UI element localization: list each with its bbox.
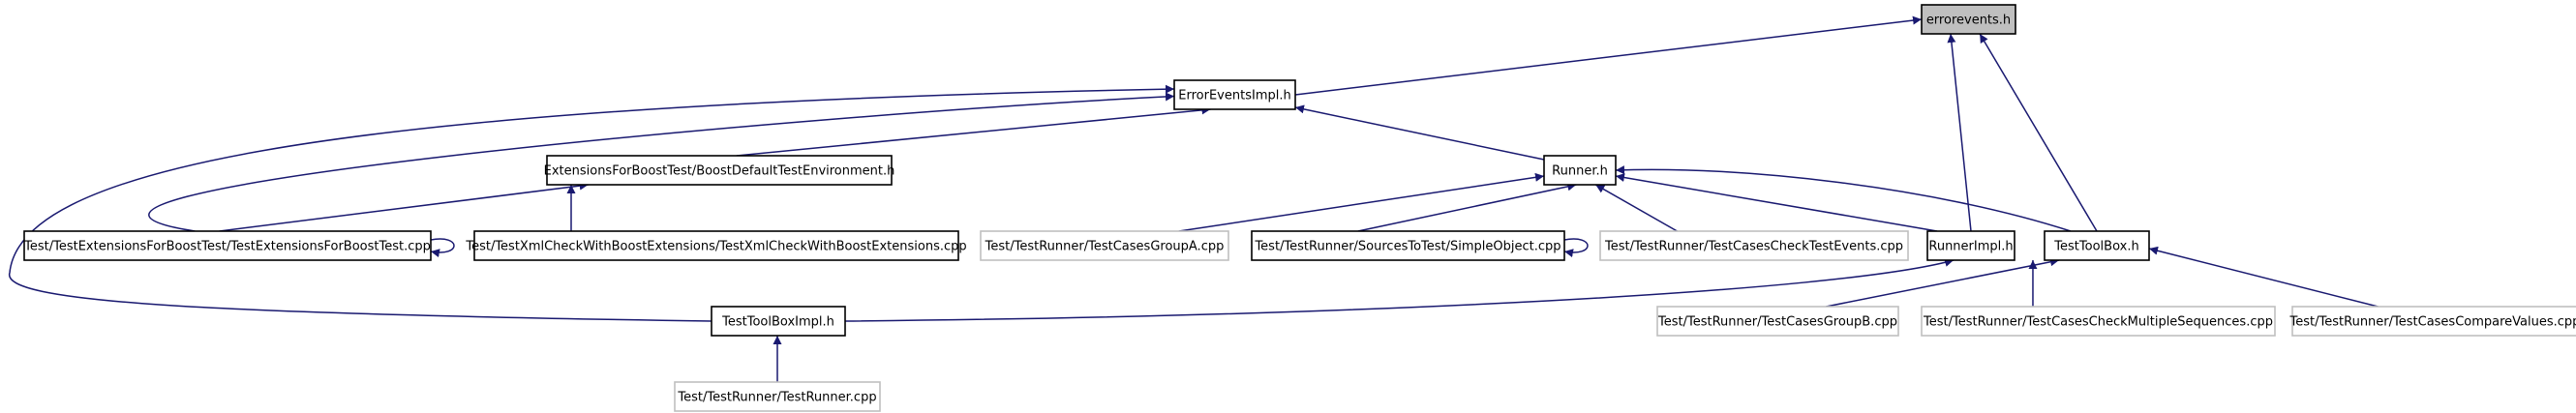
- edge-simpleobj-to-runner: [1357, 182, 1577, 232]
- node-box[interactable]: [1251, 230, 1565, 261]
- node-label: Test/TestRunner/TestCasesCheckMultipleSe…: [1923, 315, 2273, 330]
- node-errorevents[interactable]: errorevents.h: [1921, 4, 2016, 35]
- node-label: Test/TestRunner/TestCasesGroupA.cpp: [985, 240, 1225, 254]
- node-label: RunnerImpl.h: [1928, 240, 2013, 254]
- node-tefbt[interactable]: Test/TestExtensionsForBoostTest/TestExte…: [23, 230, 432, 261]
- node-box[interactable]: [23, 230, 432, 261]
- node-label: Test/TestXmlCheckWithBoostExtensions/Tes…: [465, 240, 966, 254]
- node-box[interactable]: [2044, 230, 2150, 261]
- edge-runnerimpl-to-errorevents: [1947, 33, 1972, 232]
- edge-tefbt-to-tefbt: [430, 238, 455, 258]
- node-label: Test/TestRunner/TestCasesCheckTestEvents…: [1604, 240, 1903, 254]
- edge-testtoolboximpl-to-runnerimpl: [844, 258, 1955, 322]
- edge-runner-to-erroreventsimpl: [1294, 104, 1545, 161]
- node-label: ErrorEventsImpl.h: [1178, 89, 1290, 103]
- node-label: Test/TestRunner/TestRunner.cpp: [677, 391, 876, 405]
- node-label: Test/TestRunner/TestCasesCompareValues.c…: [2289, 315, 2576, 330]
- edge-erroreventsimpl-to-errorevents: [1294, 15, 1923, 96]
- edge-bdte-to-erroreventsimpl: [736, 105, 1211, 157]
- node-runnerimpl[interactable]: RunnerImpl.h: [1926, 230, 2015, 261]
- node-groupa[interactable]: Test/TestRunner/TestCasesGroupA.cpp: [980, 230, 1229, 261]
- edge-checkevents-to-runner: [1594, 184, 1678, 232]
- node-testtoolboximpl[interactable]: TestToolBoxImpl.h: [711, 306, 846, 337]
- node-label: errorevents.h: [1926, 14, 2011, 28]
- node-testtoolbox[interactable]: TestToolBox.h: [2044, 230, 2150, 261]
- node-simpleobj[interactable]: Test/TestRunner/SourcesToTest/SimpleObje…: [1251, 230, 1565, 261]
- node-box[interactable]: [980, 230, 1229, 261]
- node-label: Test/TestRunner/TestCasesGroupB.cpp: [1657, 315, 1897, 330]
- node-box[interactable]: [2291, 306, 2576, 337]
- edge-tefbt-to-erroreventsimpl: [148, 92, 1175, 232]
- node-box[interactable]: [1926, 230, 2015, 261]
- node-box[interactable]: [1543, 155, 1617, 186]
- node-bdte[interactable]: ExtensionsForBoostTest/BoostDefaultTestE…: [544, 155, 895, 186]
- node-label: Runner.h: [1552, 164, 1608, 179]
- edge-tefbt-to-bdte: [219, 181, 589, 232]
- edge-testtoolbox-to-runner: [1615, 165, 2072, 232]
- edge-groupb-to-testtoolbox: [1826, 257, 2060, 308]
- node-box[interactable]: [1599, 230, 1909, 261]
- node-label: TestToolBox.h: [2053, 240, 2138, 254]
- node-checkevents[interactable]: Test/TestRunner/TestCasesCheckTestEvents…: [1599, 230, 1909, 261]
- edge-compare-to-testtoolbox: [2148, 246, 2379, 308]
- edge-runnerimpl-to-runner: [1615, 173, 1938, 232]
- node-box[interactable]: [1173, 79, 1296, 110]
- edge-testtoolboximpl-to-erroreventsimpl: [8, 84, 1175, 322]
- node-box[interactable]: [473, 230, 959, 261]
- node-runner[interactable]: Runner.h: [1543, 155, 1617, 186]
- edge-groupa-to-runner: [1178, 172, 1545, 232]
- node-label: ExtensionsForBoostTest/BoostDefaultTestE…: [544, 164, 895, 179]
- edge-simpleobj-to-simpleobj: [1563, 238, 1589, 258]
- node-label: Test/TestExtensionsForBoostTest/TestExte…: [23, 240, 431, 254]
- node-box[interactable]: [1921, 306, 2276, 337]
- node-box[interactable]: [1656, 306, 1899, 337]
- node-label: TestToolBoxImpl.h: [721, 315, 834, 330]
- node-layer: errorevents.hErrorEventsImpl.hExtensions…: [23, 4, 2576, 412]
- edge-layer: [8, 15, 2379, 382]
- node-box[interactable]: [546, 155, 893, 186]
- node-box[interactable]: [674, 381, 881, 412]
- node-box[interactable]: [711, 306, 846, 337]
- node-box[interactable]: [1921, 4, 2016, 35]
- node-multiseq[interactable]: Test/TestRunner/TestCasesCheckMultipleSe…: [1921, 306, 2276, 337]
- node-label: Test/TestRunner/SourcesToTest/SimpleObje…: [1254, 240, 1561, 254]
- node-testrunner[interactable]: Test/TestRunner/TestRunner.cpp: [674, 381, 881, 412]
- node-compare[interactable]: Test/TestRunner/TestCasesCompareValues.c…: [2289, 306, 2576, 337]
- node-erroreventsimpl[interactable]: ErrorEventsImpl.h: [1173, 79, 1296, 110]
- node-txmlc[interactable]: Test/TestXmlCheckWithBoostExtensions/Tes…: [465, 230, 967, 261]
- node-groupb[interactable]: Test/TestRunner/TestCasesGroupB.cpp: [1656, 306, 1899, 337]
- edge-testtoolbox-to-errorevents: [1979, 33, 2098, 232]
